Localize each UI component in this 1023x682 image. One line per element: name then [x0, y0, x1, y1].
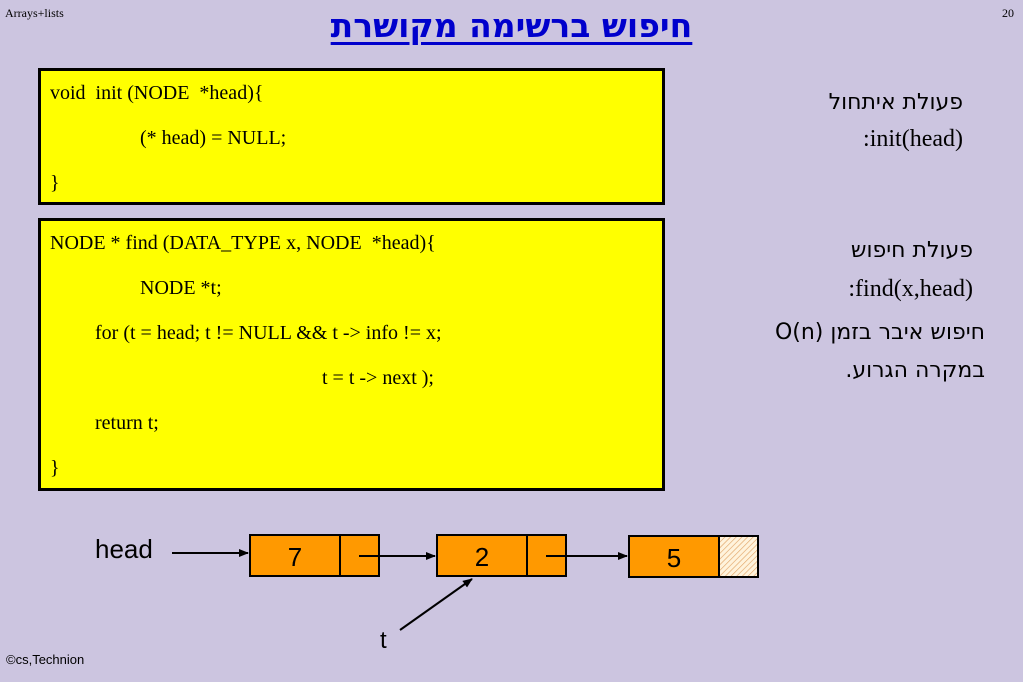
- init-signature: :init(head): [863, 126, 963, 152]
- list-node: 5: [628, 535, 759, 578]
- t-pointer-arrow: [399, 578, 473, 631]
- node-value: 7: [288, 542, 302, 572]
- code-line: NODE * find (DATA_TYPE x, NODE *head){: [50, 232, 436, 254]
- code-line: return t;: [95, 412, 159, 434]
- init-code-box: void init (NODE *head){ (* head) = NULL;…: [38, 68, 665, 205]
- find-signature: :find(x,head): [848, 276, 973, 302]
- footer-copyright: ©cs,Technion: [6, 652, 85, 667]
- code-line: }: [50, 457, 60, 479]
- find-code-box: NODE * find (DATA_TYPE x, NODE *head){ N…: [38, 218, 665, 491]
- slide-title-text: חיפוש ברשימה מקושרת: [330, 6, 693, 45]
- node-data-cell: [436, 534, 528, 577]
- code-line: NODE *t;: [140, 277, 222, 299]
- list-node: 2: [436, 534, 567, 577]
- slide-title: חיפוש ברשימה מקושרת: [0, 6, 1023, 45]
- page-number: 20: [1002, 6, 1014, 20]
- head-label: head: [95, 534, 153, 564]
- complexity-line-2: במקרה הגרוע.: [845, 358, 985, 383]
- code-line: for (t = head; t != NULL && t -> info !=…: [95, 322, 442, 344]
- node-value: 5: [667, 543, 681, 573]
- node-data-cell: [249, 534, 341, 577]
- code-line: void init (NODE *head){: [50, 82, 264, 104]
- find-label: פעולת חיפוש: [850, 238, 973, 263]
- null-pointer-cell: [718, 535, 759, 578]
- complexity-line-1: חיפוש איבר בזמן (O(n: [774, 320, 985, 345]
- code-line: t = t -> next );: [322, 367, 434, 389]
- code-line: }: [50, 172, 60, 194]
- node-data-cell: [628, 535, 720, 578]
- init-label: פעולת איתחול: [828, 90, 963, 115]
- code-line: (* head) = NULL;: [140, 127, 287, 149]
- header-label: Arrays+lists: [5, 6, 64, 20]
- t-label: t: [380, 627, 387, 654]
- node-value: 2: [475, 542, 489, 572]
